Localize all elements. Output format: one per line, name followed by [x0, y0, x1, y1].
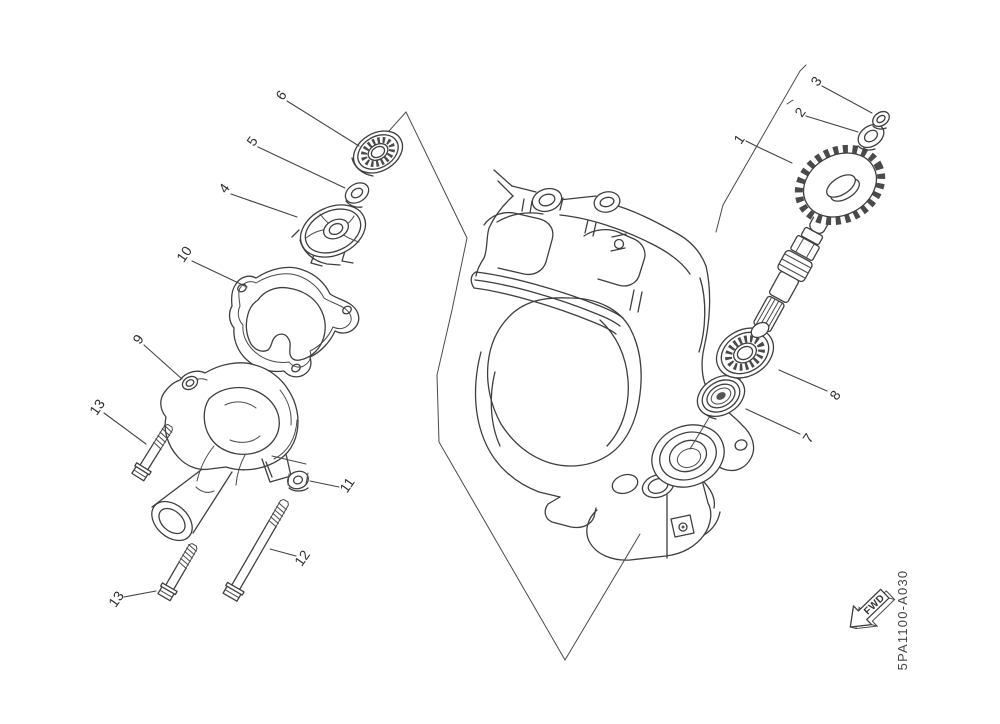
- gasket-10-drawing: [228, 266, 360, 378]
- impeller-gear-drawing: [794, 144, 886, 226]
- washer-2-drawing: [857, 123, 885, 151]
- washer-5-drawing: [344, 182, 370, 208]
- bearing-6-drawing: [351, 130, 404, 177]
- crankcase-drawing: [470, 169, 755, 561]
- callout-label-2: 2: [791, 104, 809, 120]
- impeller-shaft-drawing: [750, 210, 831, 339]
- bolt-13-upper-drawing: [131, 423, 173, 482]
- callout-label-5: 5: [243, 133, 261, 149]
- callout-label-11: 11: [336, 474, 358, 495]
- nut-11-drawing: [271, 455, 309, 492]
- oil-seal-7-drawing: [696, 375, 746, 420]
- impeller-4-drawing: [291, 204, 367, 267]
- pump-housing-9-drawing: [151, 362, 299, 542]
- leader-lines: [103, 85, 873, 598]
- diagram-part-code: 5PA1100-A030: [895, 570, 910, 671]
- callout-label-13-upper: 13: [86, 396, 108, 418]
- reference-panel-lines: [388, 64, 807, 661]
- fwd-arrow-icon: FWD: [849, 588, 896, 630]
- callout-label-6: 6: [272, 87, 290, 103]
- callout-label-12: 12: [291, 547, 313, 569]
- callout-label-10: 10: [173, 243, 195, 265]
- bolt-13-lower-drawing: [157, 542, 198, 602]
- callout-label-1: 1: [730, 131, 748, 147]
- callout-label-8: 8: [826, 387, 844, 403]
- callout-label-9: 9: [129, 331, 147, 347]
- bolt-12-drawing: [222, 498, 289, 602]
- ball-bearing-8-drawing: [715, 327, 775, 380]
- callout-label-7: 7: [799, 430, 817, 446]
- washer-3-drawing: [872, 110, 890, 130]
- callout-label-4: 4: [215, 180, 233, 196]
- callout-label-13-lower: 13: [105, 588, 127, 610]
